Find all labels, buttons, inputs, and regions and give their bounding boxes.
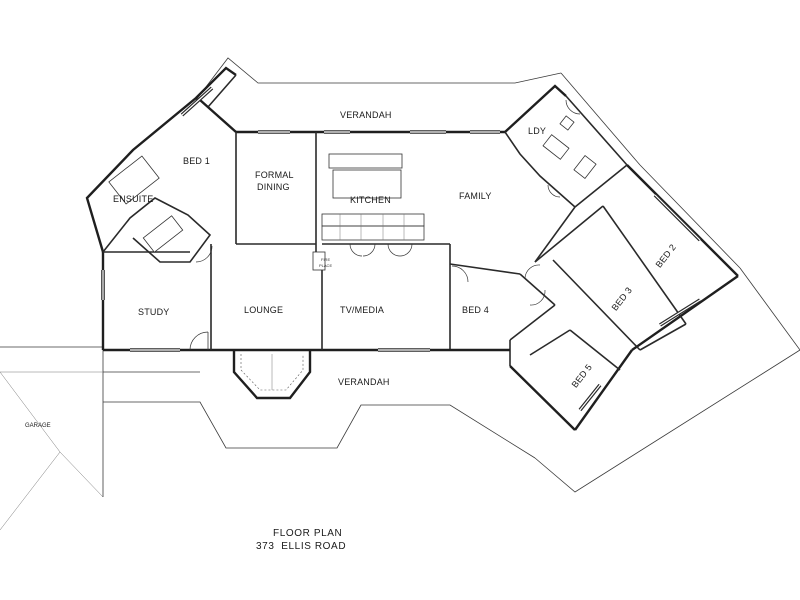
drawing-address: 373 ELLIS ROAD bbox=[256, 541, 346, 552]
label-bed-3: BED 3 bbox=[610, 285, 635, 312]
label-verandah-top: VERANDAH bbox=[340, 110, 392, 120]
label-family: FAMILY bbox=[459, 191, 492, 201]
label-bed-1: BED 1 bbox=[183, 156, 210, 166]
label-bed-5: BED 5 bbox=[570, 362, 595, 389]
label-lounge: LOUNGE bbox=[244, 305, 283, 315]
garage-area bbox=[0, 346, 104, 531]
label-fireplace-line2: PLACE bbox=[319, 263, 332, 268]
label-bed-2: BED 2 bbox=[654, 242, 679, 269]
house-walls bbox=[85, 66, 739, 431]
label-fireplace-line1: FIRE bbox=[321, 257, 330, 262]
verandah-outline bbox=[103, 57, 800, 493]
label-bed-4: BED 4 bbox=[462, 305, 489, 315]
label-kitchen: KITCHEN bbox=[350, 195, 391, 205]
label-study: STUDY bbox=[138, 307, 170, 317]
label-formal-dining-line1: FORMAL bbox=[255, 170, 294, 180]
label-formal-dining-line2: DINING bbox=[257, 182, 290, 192]
label-ldy: LDY bbox=[528, 126, 546, 136]
label-tv-media: TV/MEDIA bbox=[340, 305, 384, 315]
drawing-title: FLOOR PLAN bbox=[273, 528, 342, 539]
label-verandah-bottom: VERANDAH bbox=[338, 377, 390, 387]
windows bbox=[101, 86, 702, 412]
doors bbox=[189, 99, 581, 351]
title-block: FLOOR PLAN 373 ELLIS ROAD bbox=[256, 528, 346, 552]
label-ensuite: ENSUITE bbox=[113, 194, 153, 204]
label-garage: GARAGE bbox=[25, 423, 51, 429]
